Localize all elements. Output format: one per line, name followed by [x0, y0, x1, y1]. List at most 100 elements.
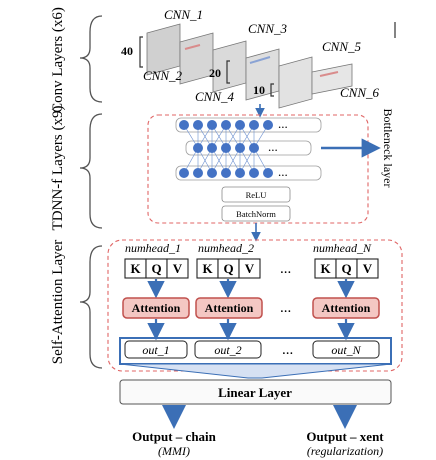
dim-10: 10: [253, 83, 265, 97]
relu-box: [221, 186, 291, 203]
out-label-2: out_2: [214, 343, 241, 357]
head-2-name: numhead_2: [198, 241, 254, 255]
attn-container: [107, 239, 403, 372]
attn-section-label: Self-Attention Layer: [50, 240, 66, 365]
conv-stack: [146, 23, 353, 109]
k-label: K: [320, 261, 331, 276]
attention-label-n: Attention: [322, 301, 371, 315]
out-box-n: [312, 340, 380, 359]
tdnn-neuron: [249, 168, 259, 178]
attn-ellipsis: ...: [280, 300, 291, 316]
cnn-3-label: CNN_3: [248, 21, 288, 36]
bottleneck-label-group: Bottleneck layer: [381, 109, 395, 188]
tdnn-neuron: [235, 120, 245, 130]
conv-layers-label: Conv Layers (x6): [50, 7, 66, 113]
cnn-5-label: CNN_5: [322, 39, 362, 54]
out-box-2: [194, 340, 262, 359]
tdnn-neuron: [207, 120, 217, 130]
dim-20: 20: [209, 66, 221, 80]
batchnorm-box: [221, 205, 291, 222]
attn-brace: [79, 245, 103, 369]
dim-40: 40: [121, 44, 133, 58]
head-n-kqv: K Q V: [314, 258, 379, 279]
tdnn-row-frame: [185, 140, 312, 156]
output-xent-title: Output – xent: [306, 429, 384, 444]
concat-funnel: [119, 363, 392, 379]
head-1-name: numhead_1: [125, 241, 181, 255]
cnn-4-label: CNN_4: [195, 89, 235, 104]
out-ellipsis: ...: [282, 342, 293, 358]
tdnn-neuron: [221, 168, 231, 178]
cnn-1-label: CNN_1: [164, 7, 203, 22]
kernel-mark: [184, 44, 201, 50]
attention-box-2: [195, 297, 263, 319]
tdnn-neuron: [179, 168, 189, 178]
bottleneck-label: Bottleneck layer: [381, 109, 395, 188]
batchnorm-label: BatchNorm: [236, 209, 276, 219]
attention-label-2: Attention: [205, 301, 254, 315]
linear-layer-label: Linear Layer: [218, 385, 292, 400]
tdnn-neuron: [207, 143, 217, 153]
tdnn-neuron: [263, 168, 273, 178]
attention-box-n: [312, 297, 380, 319]
tdnn-neuron: [179, 120, 189, 130]
tdnn-neuron: [193, 168, 203, 178]
tdnn-section-label: TDNN-f Layers (x9): [50, 106, 66, 231]
v-label: V: [363, 261, 373, 276]
cnn-plate: [278, 56, 313, 109]
conv-section-label: Conv Layers (x6): [50, 7, 66, 113]
tdnn-neuron: [221, 120, 231, 130]
v-box: [356, 258, 379, 279]
v-box: [238, 258, 261, 279]
k-label: K: [202, 261, 213, 276]
tdnn-neuron: [249, 120, 259, 130]
k-label: K: [130, 261, 141, 276]
kernel-mark: [249, 56, 271, 64]
tdnn-row-frame: [175, 117, 322, 133]
tdnn-ellipsis-mid: ...: [268, 139, 278, 154]
tdnn-neuron: [221, 143, 231, 153]
cnn-6-label: CNN_6: [340, 85, 380, 100]
out-box-1: [124, 340, 188, 359]
out-label-1: out_1: [142, 343, 169, 357]
head-2-kqv: K Q V: [196, 258, 261, 279]
q-label: Q: [151, 261, 161, 276]
output-chain-title: Output – chain: [132, 429, 217, 444]
tdnn-container: [147, 114, 369, 224]
kqv-ellipsis: ...: [280, 261, 291, 277]
head-1-kqv: K Q V: [124, 258, 189, 279]
tdnn-neuron: [193, 120, 203, 130]
tdnn-neuron: [263, 120, 273, 130]
tdnn-row-frame: [175, 165, 322, 181]
v-label: V: [173, 261, 183, 276]
tdnn-ellipsis-top: ...: [278, 116, 288, 131]
kernel-mark: [319, 71, 339, 77]
tdnn-neurons: [179, 120, 273, 178]
v-label: V: [245, 261, 255, 276]
cnn-2-label: CNN_2: [143, 68, 183, 83]
tdnn-layers-label: TDNN-f Layers (x9): [50, 106, 66, 231]
dim-bracket-20: [226, 60, 230, 84]
self-attention-label: Self-Attention Layer: [50, 240, 66, 365]
out-label-n: out_N: [331, 343, 361, 357]
cnn-plate: [311, 63, 353, 95]
v-box: [166, 258, 189, 279]
tdnn-ellipsis-bot: ...: [278, 164, 288, 179]
attention-box-1: [122, 297, 190, 319]
tdnn-neuron: [207, 168, 217, 178]
head-n-name: numhead_N: [313, 241, 372, 255]
tdnn-neuron: [249, 143, 259, 153]
dim-bracket-40: [139, 36, 143, 68]
relu-label: ReLU: [246, 190, 267, 200]
dim-bracket-10: [270, 83, 274, 97]
output-xent-sub: (regularization): [307, 444, 383, 458]
q-label: Q: [223, 261, 233, 276]
linear-layer-box: [119, 379, 392, 405]
attention-label-1: Attention: [132, 301, 181, 315]
output-chain-sub: (MMI): [158, 444, 190, 458]
conv-brace: [79, 15, 103, 103]
tdnn-brace: [79, 113, 103, 229]
tdnn-neuron: [235, 168, 245, 178]
tdnn-neuron: [235, 143, 245, 153]
